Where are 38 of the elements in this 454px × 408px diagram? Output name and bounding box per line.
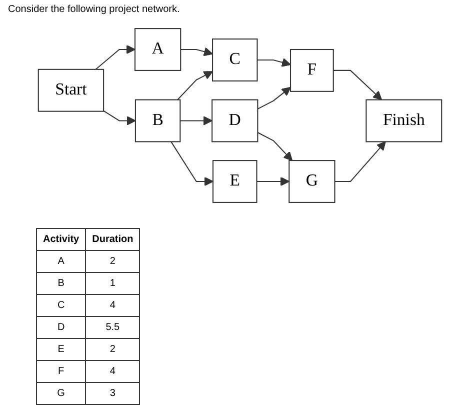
node-box: F	[290, 48, 334, 92]
node-box: C	[212, 38, 258, 82]
node-box: Finish	[366, 99, 442, 142]
arrow	[256, 176, 290, 186]
arrow	[180, 116, 212, 126]
table-cell: 4	[86, 360, 140, 382]
node-box: B	[134, 99, 181, 142]
node-box: E	[212, 160, 258, 203]
arrow	[177, 71, 213, 100]
arrow	[103, 110, 136, 126]
arrow	[95, 44, 136, 70]
arrow	[333, 70, 382, 100]
table-header: Activity	[36, 228, 86, 250]
node-box: Start	[38, 68, 104, 112]
table-cell: 1	[86, 272, 140, 294]
table-header: Duration	[86, 228, 140, 250]
title: Consider the following project network.	[8, 4, 180, 15]
arrow	[334, 141, 386, 182]
arrow	[257, 86, 291, 110]
arrow	[257, 58, 291, 67]
table-cell: A	[36, 250, 86, 272]
table-cell: B	[36, 272, 86, 294]
node-box: A	[134, 28, 182, 71]
table-cell: C	[36, 294, 86, 316]
node-box: G	[288, 160, 336, 203]
arrow	[170, 141, 214, 186]
arrow	[180, 47, 213, 56]
table-cell: E	[36, 338, 86, 360]
table-cell: 2	[86, 338, 140, 360]
table-cell: G	[36, 382, 86, 404]
table-cell: 3	[86, 382, 140, 404]
node-box: D	[212, 99, 258, 142]
arrow	[257, 132, 293, 161]
table-cell: 4	[86, 294, 140, 316]
table-cell: D	[36, 316, 86, 338]
table-cell: 5.5	[86, 316, 140, 338]
table-cell: F	[36, 360, 86, 382]
table-cell: 2	[86, 250, 140, 272]
